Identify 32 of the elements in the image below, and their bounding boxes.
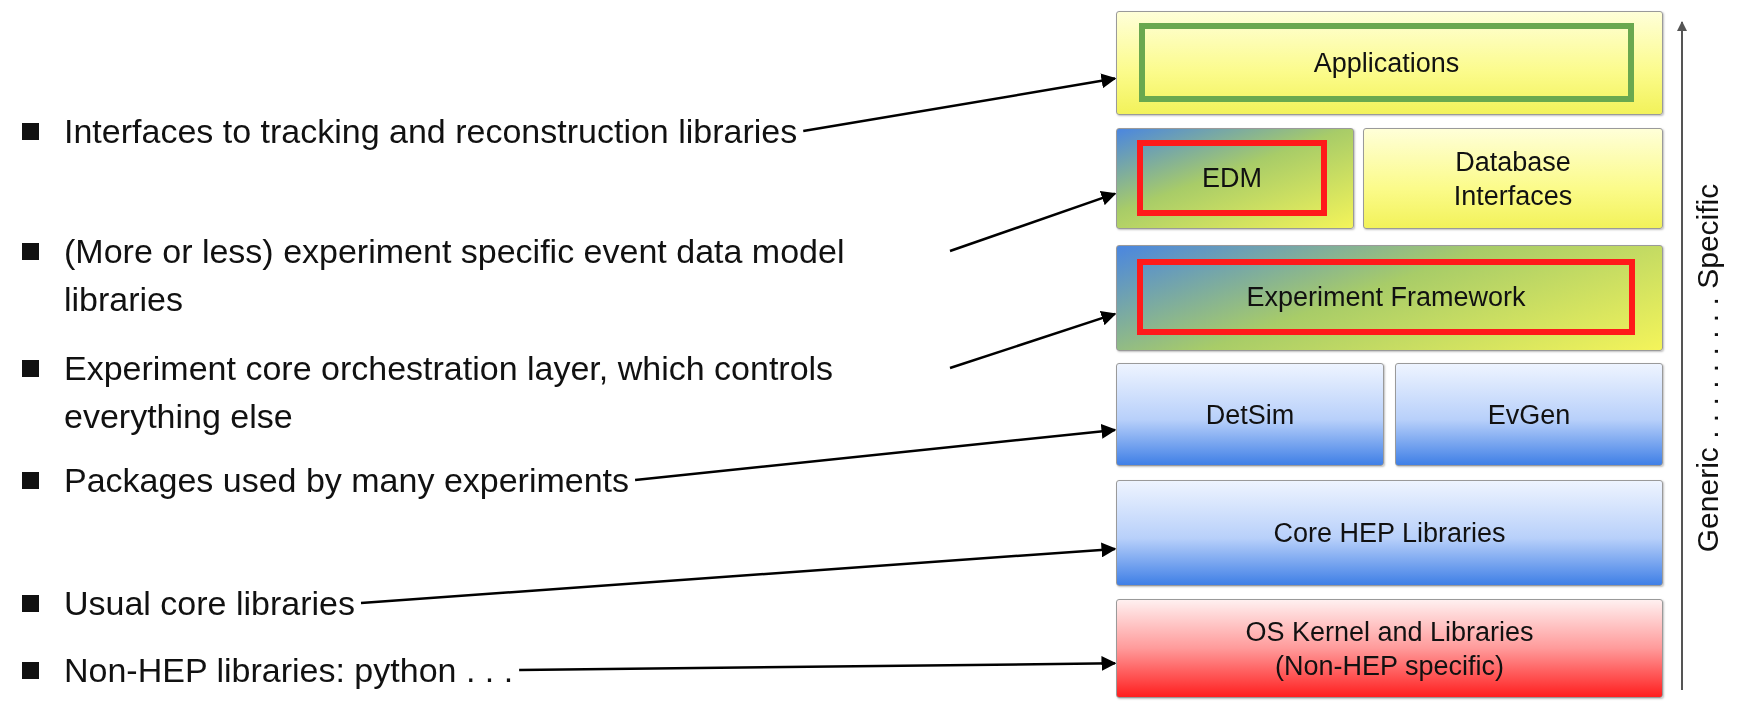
layer-box [1116,599,1663,698]
arrow [949,311,1117,370]
axis-label: Generic . . . . . . . . . Specific [1691,183,1725,553]
layer-band [1116,245,1663,351]
bullet-text: Usual core libraries [64,579,355,627]
highlight-box [1139,23,1634,102]
layer-band [1116,11,1663,115]
bullet-text: Packages used by many experiments [64,456,630,504]
arrow [803,73,1117,133]
arrow [949,191,1117,253]
layer-label: Database Interfaces [1452,145,1574,213]
bullet-text: Interfaces to tracking and reconstruction libraries [64,107,798,155]
layer-band [1116,128,1354,229]
arrow [360,542,1117,605]
layer-label: Core HEP Libraries [1273,517,1506,550]
layer-box [1116,363,1384,466]
layer-label: Applications [1313,46,1460,80]
layer-box [1395,363,1663,466]
layer-label: DetSim [1205,398,1295,432]
arrow [519,656,1117,672]
bullet-text: (More or less) experiment specific event data model libraries [64,227,944,323]
layer-box [1363,128,1663,229]
bullet-text: Non-HEP libraries: python . . . [64,646,514,694]
layer-box [1116,480,1663,586]
layer-label: Experiment Framework [1246,281,1526,314]
highlight-box [1137,259,1635,335]
layer-label: EDM [1202,162,1262,195]
bullet-text: Experiment core orchestration layer, which controls everything else [64,344,944,440]
layer-label: OS Kernel and Libraries (Non-HEP specific) [1244,615,1535,683]
highlight-box [1137,140,1327,216]
arrow [634,423,1117,482]
layer-label: EvGen [1487,398,1571,432]
